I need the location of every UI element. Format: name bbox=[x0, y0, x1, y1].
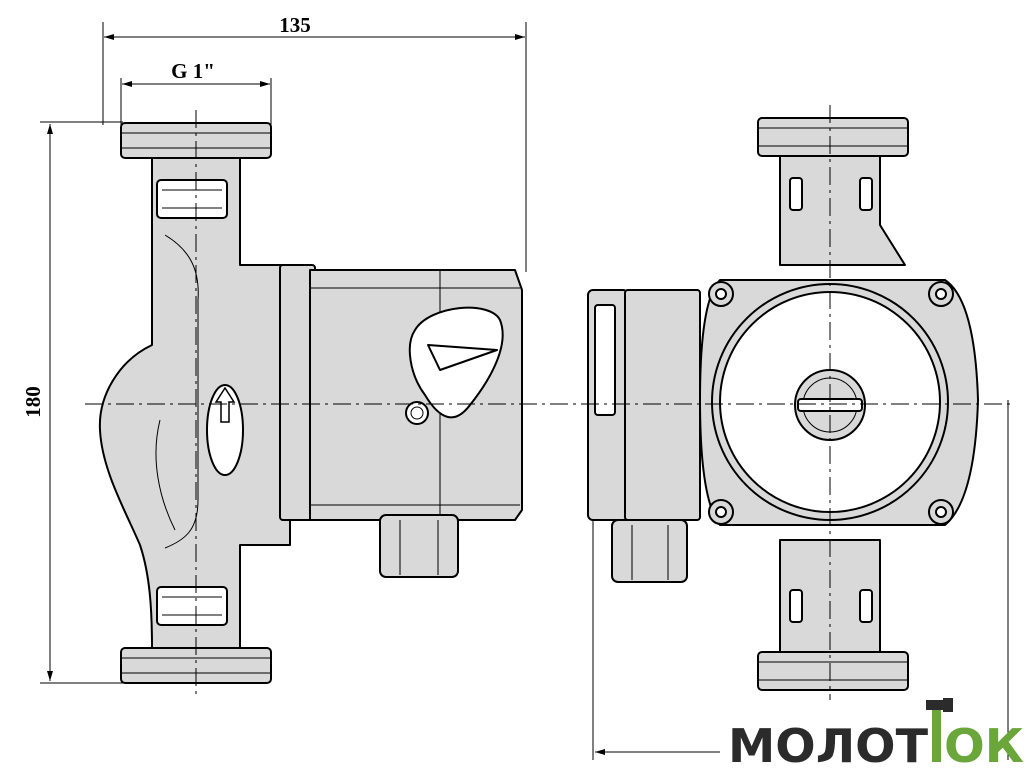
side-top-flange bbox=[757, 117, 909, 157]
side-upper-neck bbox=[779, 155, 906, 266]
dimension-height: 180 bbox=[21, 121, 123, 684]
thread-size-label: G 1" bbox=[171, 59, 215, 83]
overall-length-label: 135 bbox=[279, 13, 311, 37]
brand-logo: МОЛОТ ОК bbox=[728, 698, 1024, 773]
flow-arrow-icon bbox=[214, 386, 236, 423]
indicator-light bbox=[405, 401, 429, 425]
dimension-overall-length: 135 bbox=[102, 13, 527, 272]
logo-text-green: ОК bbox=[944, 719, 1024, 773]
selector-pointer-icon bbox=[427, 344, 498, 371]
logo-text-dark: МОЛОТ bbox=[728, 719, 929, 773]
dimension-thread-size: G 1" bbox=[120, 59, 272, 125]
side-motor-flange bbox=[624, 289, 701, 521]
center-lines bbox=[85, 105, 1010, 700]
motor-housing bbox=[309, 269, 523, 521]
side-cable-gland bbox=[611, 519, 688, 583]
upper-thread-window bbox=[156, 179, 228, 219]
hammer-icon bbox=[926, 698, 953, 762]
cable-gland bbox=[379, 514, 459, 578]
height-label: 180 bbox=[21, 386, 45, 418]
flow-direction-oval bbox=[206, 384, 244, 476]
dimension-side-view-length bbox=[592, 400, 1009, 760]
side-bottom-flange bbox=[757, 651, 909, 691]
pump-front-view bbox=[98, 122, 523, 684]
lower-thread-window bbox=[156, 586, 228, 626]
pump-body bbox=[98, 157, 291, 649]
